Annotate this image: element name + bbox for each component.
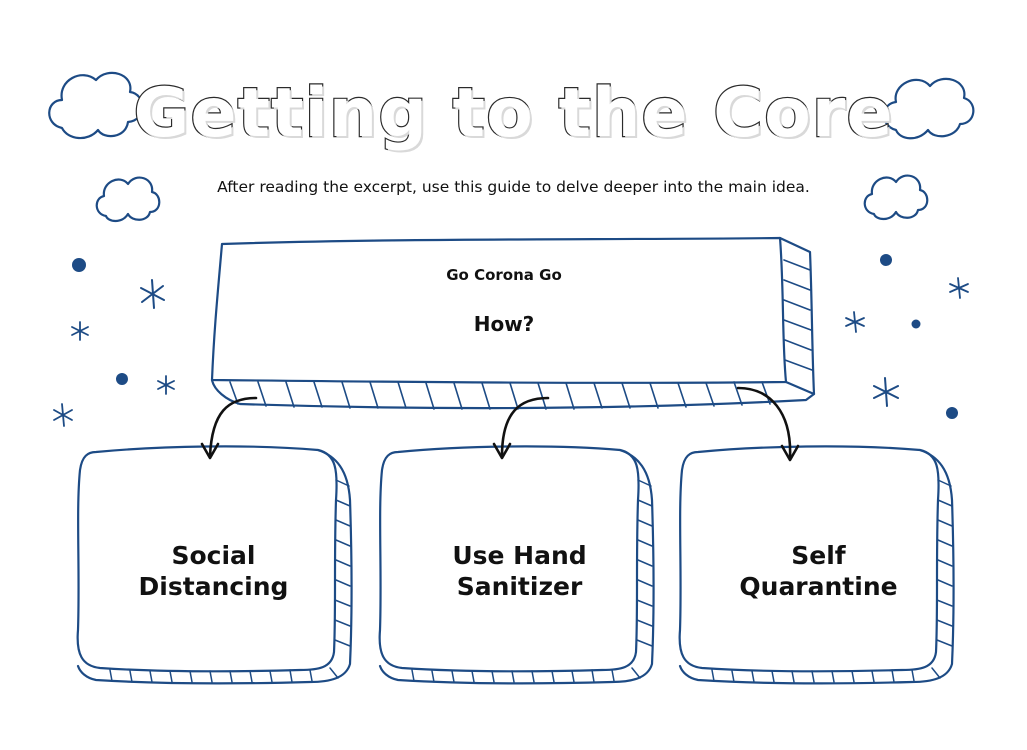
dot-icon [911,319,921,329]
star-icon [53,403,73,427]
star-icon [845,311,865,333]
detail-text-line: Use Hand [452,541,587,570]
main-idea-box-bottom [210,378,816,410]
main-idea-box-side [778,236,816,396]
dot-icon [946,407,958,419]
detail-text-line: Sanitizer [456,572,583,601]
page-subtitle: After reading the excerpt, use this guid… [217,178,810,196]
star-icon [949,277,969,299]
dot-icon [72,258,86,272]
detail-box-2-hatching [411,479,653,683]
arrow-to-detail-2 [492,396,550,460]
main-idea-question: How? [473,312,535,336]
main-idea-topic: Go Corona Go [446,266,562,284]
arrow-to-detail-1 [200,396,258,460]
main-idea-box [210,236,788,384]
star-icon [71,321,89,341]
detail-text-line: Distancing [138,572,289,601]
cloud-icon [863,174,929,221]
detail-box-3-hatching [711,479,953,683]
star-icon [140,279,165,309]
detail-text-1: Social Distancing [86,540,341,602]
detail-box-1-side [76,448,353,685]
dot-icon [116,373,128,385]
cloud-icon [48,71,144,140]
detail-text-line: Self [791,541,846,570]
cloud-icon [882,77,975,140]
detail-text-3: Self Quarantine [691,540,946,602]
detail-text-2: Use Hand Sanitizer [392,540,647,602]
detail-text-line: Quarantine [739,572,898,601]
star-icon [873,377,899,407]
main-idea-box-hatching [229,259,813,410]
detail-box-3-side [678,448,955,685]
page-title: Getting to the Core [132,73,894,154]
detail-box-2-side [378,448,655,685]
cloud-icon [95,176,161,223]
detail-text-line: Social [171,541,256,570]
star-icon [157,375,175,395]
dot-icon [880,254,892,266]
detail-box-1-hatching [109,479,351,683]
arrow-to-detail-3 [736,386,800,462]
